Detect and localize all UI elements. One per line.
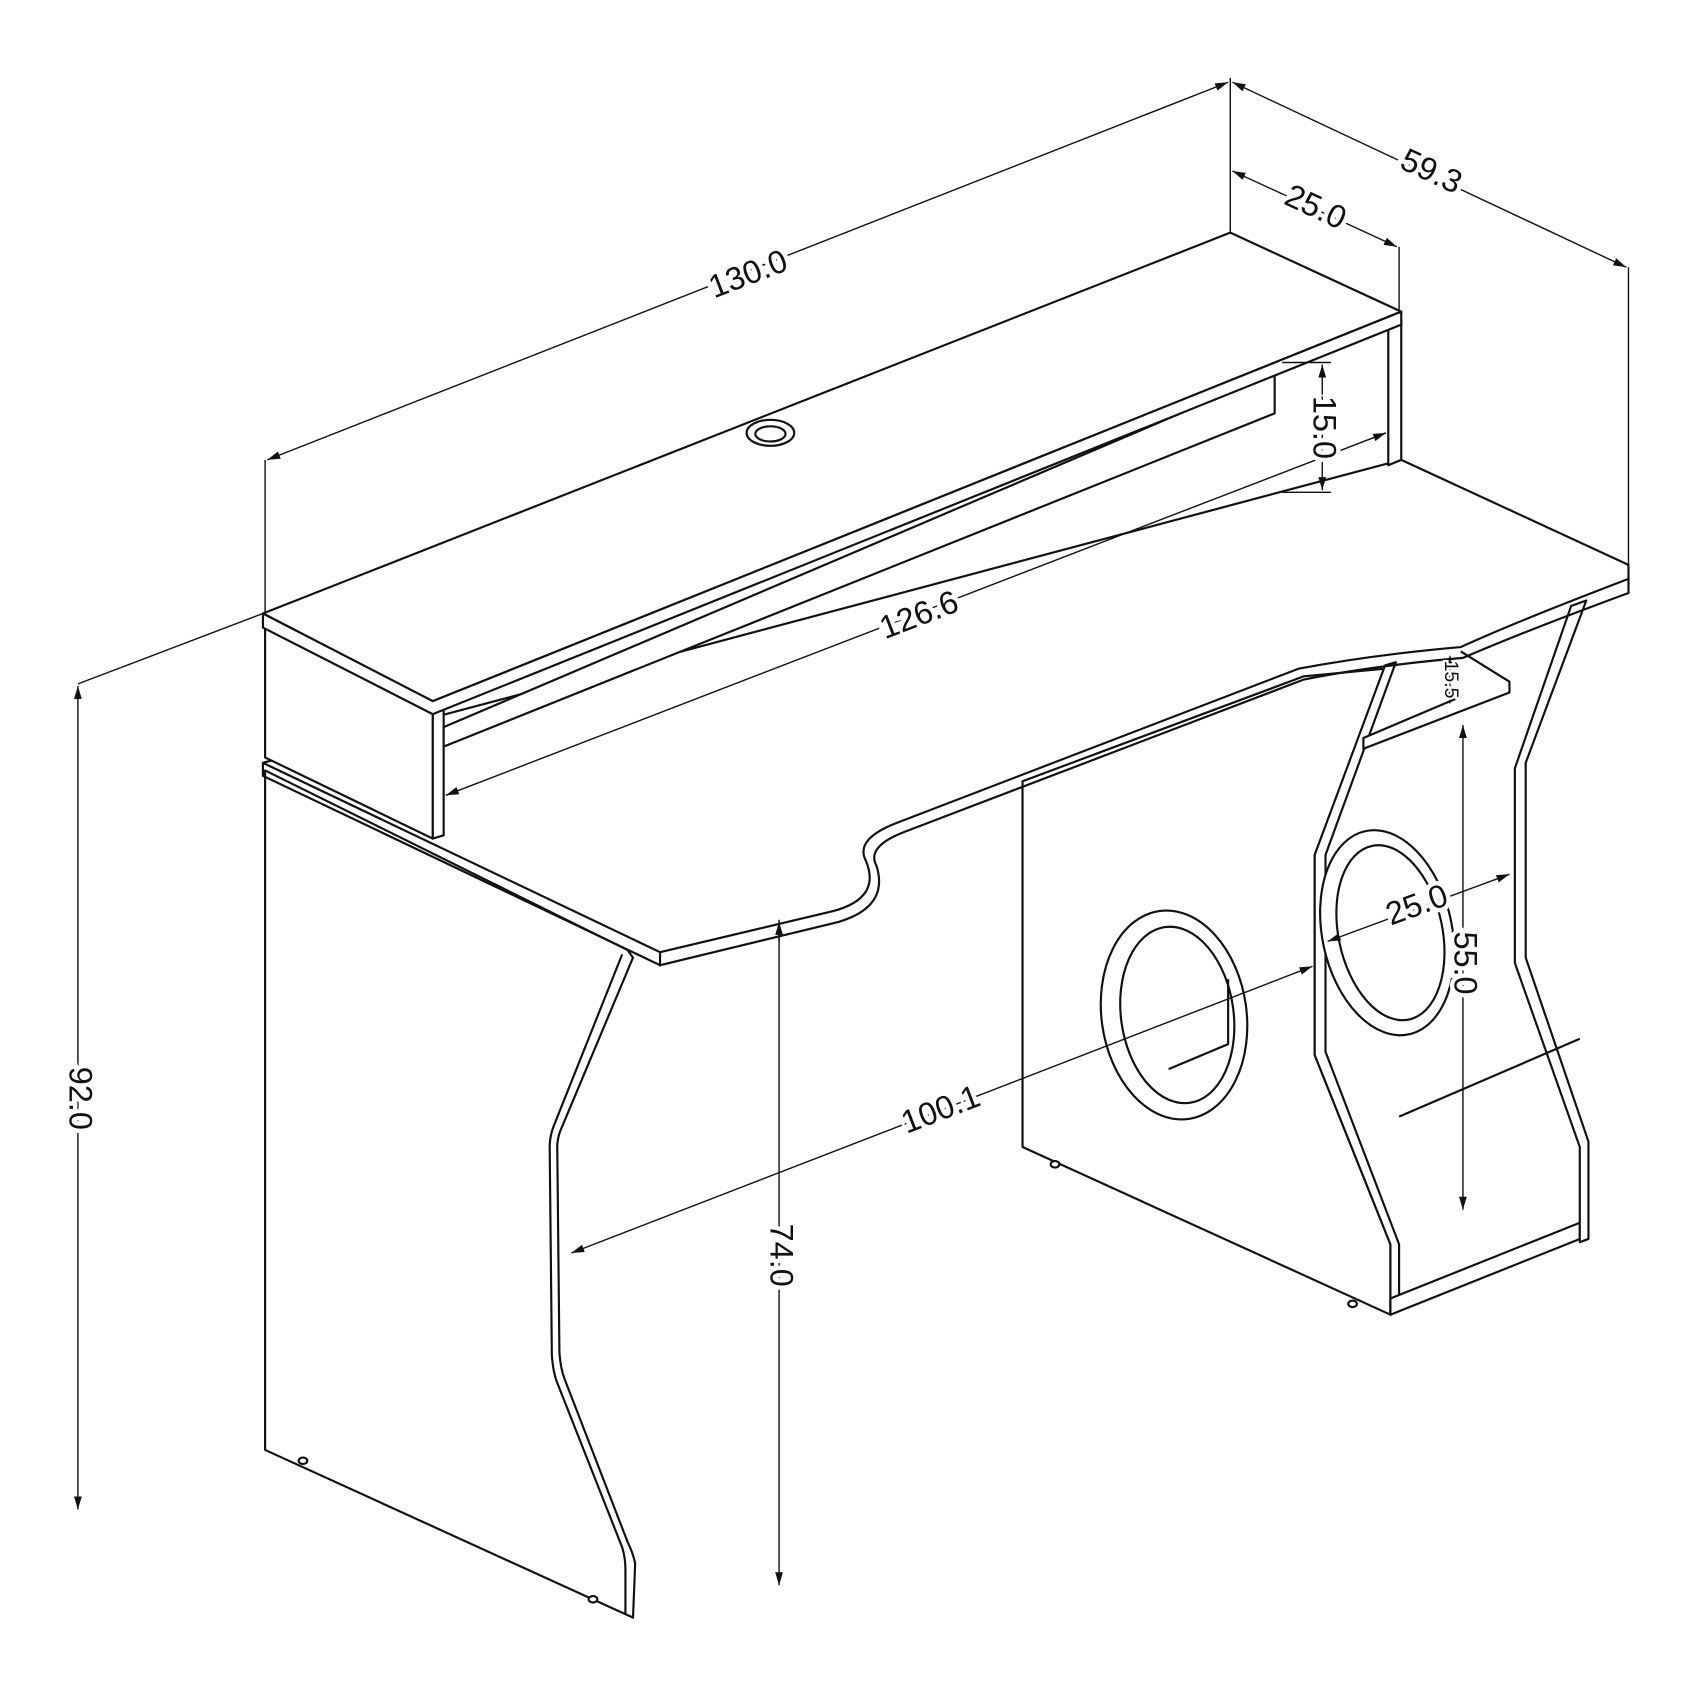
dim-overall-height: 92.0	[62, 1067, 98, 1130]
dim-leg-clearance-width: 100.1	[896, 1078, 985, 1141]
dim-desk-height: 74.0	[763, 1224, 799, 1287]
dim-hutch-height: 15.0	[1307, 396, 1343, 459]
dim-overall-depth: 59.3	[1395, 141, 1467, 200]
dim-cabinet-opening-height: 55.0	[1447, 931, 1483, 994]
left-leg-panel	[264, 769, 637, 1619]
dim-shelf-gap: 15.5	[1440, 661, 1462, 699]
dim-hutch-depth: 25.0	[1279, 177, 1351, 236]
hutch-right-end	[1387, 319, 1403, 467]
hutch-left-end	[431, 697, 445, 840]
dim-overall-width: 130.0	[704, 242, 793, 305]
